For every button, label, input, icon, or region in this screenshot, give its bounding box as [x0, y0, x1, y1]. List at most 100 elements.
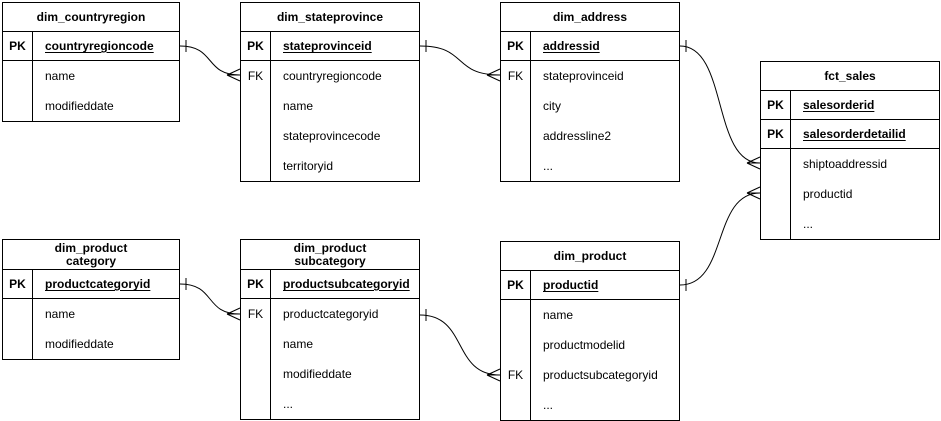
entity-title-line: dim_product — [54, 240, 128, 255]
pk-tag: PK — [241, 32, 271, 60]
column-name: productmodelid — [543, 338, 626, 352]
empty-tag-cell — [761, 179, 791, 209]
relationship-dim_product-to-fct_sales — [679, 186, 761, 291]
empty-tag-cell — [761, 209, 791, 239]
many-cardinality-crowfoot — [486, 68, 501, 82]
column-name: salesorderdetailid — [803, 127, 906, 141]
relationship-line — [179, 283, 241, 315]
empty-tag-cell — [501, 300, 531, 330]
empty-tag-cell — [241, 389, 271, 419]
empty-tag-cell — [241, 91, 271, 121]
empty-tag-cell — [501, 91, 531, 121]
relationship-dim_stateprovince-to-dim_address — [419, 40, 501, 82]
empty-tag-cell — [3, 61, 33, 91]
empty-tag-cell — [241, 329, 271, 359]
attribute-row: ... — [501, 390, 679, 420]
column-name: productid — [543, 278, 599, 292]
entity-title-line: dim_product — [553, 248, 627, 263]
relationship-dim_productsubcategory-to-dim_product — [419, 309, 501, 382]
pk-tag: PK — [241, 270, 271, 298]
column-name: name — [283, 337, 314, 351]
attribute-row: territoryid — [241, 151, 419, 181]
empty-tag-cell — [241, 151, 271, 181]
attribute-row: city — [501, 91, 679, 121]
attribute-row: ... — [761, 209, 939, 239]
column-name: ... — [803, 217, 814, 231]
empty-tag-cell — [501, 121, 531, 151]
attribute-row: stateprovincecode — [241, 121, 419, 151]
column-name: modifieddate — [45, 99, 114, 113]
column-name: stateprovinceid — [543, 69, 624, 83]
relationship-line — [419, 45, 501, 76]
entity-title-line: fct_sales — [824, 68, 876, 83]
pk-tag: PK — [501, 271, 531, 299]
many-cardinality-crowfoot — [746, 156, 761, 170]
entity-title-line: dim_stateprovince — [276, 9, 384, 24]
relationship-dim_countryregion-to-dim_stateprovince — [179, 40, 241, 82]
column-name: name — [45, 307, 76, 321]
attribute-row: shiptoaddressid — [761, 149, 939, 179]
many-cardinality-crowfoot — [226, 307, 241, 321]
pk-tag: PK — [3, 270, 33, 298]
column-name: stateprovincecode — [283, 129, 381, 143]
entity-title-line: dim_product — [293, 240, 367, 255]
column-name: territoryid — [283, 159, 334, 173]
fk-tag: FK — [241, 299, 271, 329]
column-name: productsubcategoryid — [283, 277, 410, 291]
column-name: city — [543, 99, 561, 113]
pk-tag: PK — [3, 32, 33, 60]
column-name: name — [283, 99, 314, 113]
column-name: productid — [803, 187, 853, 201]
empty-tag-cell — [761, 149, 791, 179]
attribute-row: modifieddate — [3, 91, 179, 121]
attribute-row: name — [3, 61, 179, 91]
entity-title-line: dim_address — [552, 9, 628, 24]
primary-key-row: PK countryregioncode — [3, 32, 179, 61]
column-name: ... — [543, 159, 554, 173]
column-name: productcategoryid — [45, 277, 151, 291]
primary-key-row: PK productid — [501, 271, 679, 300]
column-name: salesorderid — [803, 98, 875, 112]
attribute-row: modifieddate — [241, 359, 419, 389]
primary-key-row: PK productcategoryid — [3, 270, 179, 299]
fk-tag: FK — [501, 360, 531, 390]
attribute-row: productid — [761, 179, 939, 209]
empty-tag-cell — [3, 91, 33, 121]
empty-tag-cell — [501, 330, 531, 360]
relationship-line — [679, 192, 761, 286]
column-name: countryregioncode — [45, 39, 154, 53]
empty-tag-cell — [241, 121, 271, 151]
relationship-dim_address-to-fct_sales — [679, 40, 761, 170]
empty-tag-cell — [3, 329, 33, 359]
column-name: modifieddate — [45, 337, 114, 351]
attribute-row: name — [241, 91, 419, 121]
attribute-row: name — [501, 300, 679, 330]
attribute-row: name — [3, 299, 179, 329]
column-name: ... — [543, 398, 554, 412]
relationship-line — [419, 314, 501, 376]
entity-title: fct_sales — [761, 62, 939, 91]
entity-title: dim_address — [501, 3, 679, 32]
entity-title: dim_countryregion — [3, 3, 179, 32]
column-name: name — [543, 308, 574, 322]
attribute-row: productmodelid — [501, 330, 679, 360]
attribute-row: modifieddate — [3, 329, 179, 359]
primary-key-row: PK productsubcategoryid — [241, 270, 419, 299]
many-cardinality-crowfoot — [226, 68, 241, 82]
